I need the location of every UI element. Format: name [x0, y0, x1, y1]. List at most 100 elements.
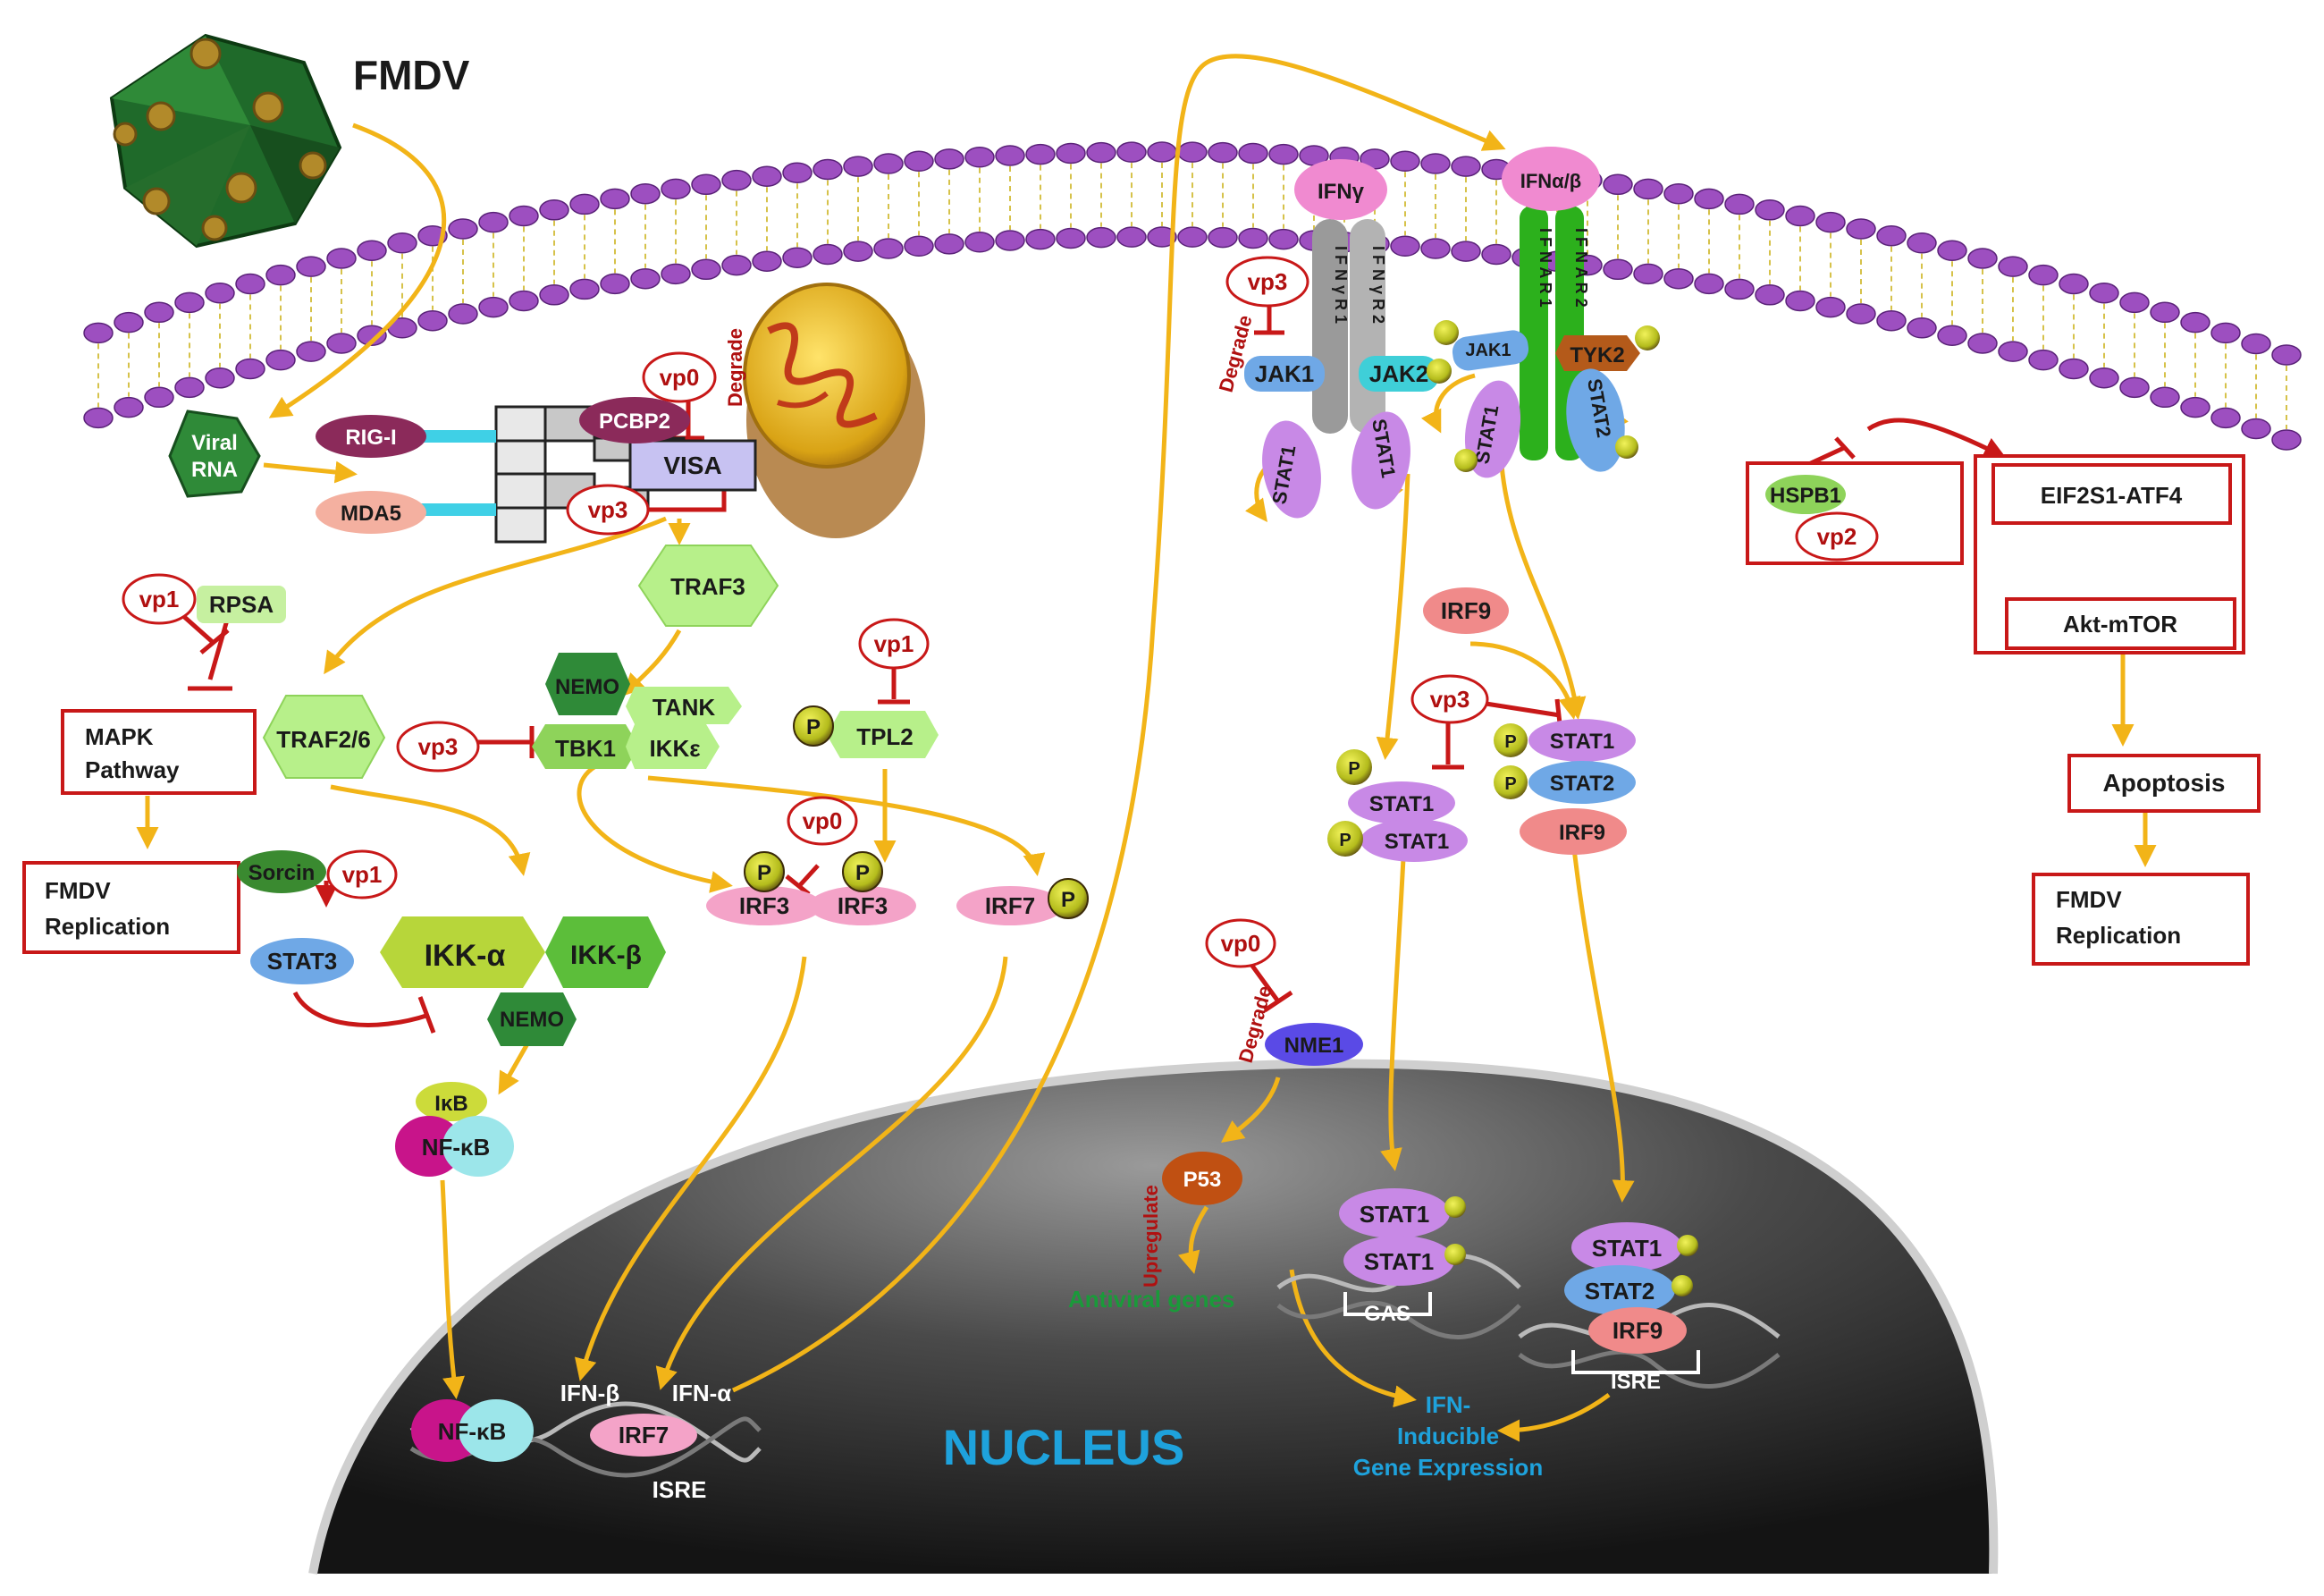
akt-inner-box [2005, 597, 2236, 650]
svg-text:I F N γ R 1: I F N γ R 1 [1332, 246, 1350, 324]
lipid-head [843, 156, 873, 177]
lipid-head [265, 264, 296, 286]
lipid-head [2271, 429, 2302, 451]
lipid-head [873, 238, 904, 259]
lipid-head [1390, 150, 1420, 173]
fmdv-rep-right-1: FMDV [2056, 886, 2122, 913]
lipid-head [782, 247, 813, 268]
lipid-head [813, 243, 843, 266]
lipid-head [114, 396, 144, 418]
lipid-head [2210, 322, 2241, 344]
lipid-head [1603, 258, 1633, 281]
visa-label: VISA [663, 452, 721, 479]
lipid-head [1724, 193, 1755, 215]
svg-text:P53: P53 [1183, 1168, 1222, 1192]
lipid-head [813, 158, 843, 181]
lipid-head [1663, 182, 1694, 205]
ifn-beta-label: IFN-β [560, 1380, 619, 1406]
lipid-head [1937, 240, 1967, 261]
lipid-head [174, 376, 205, 399]
lipid-head [1451, 156, 1481, 177]
node-traf3: TRAF3 [637, 545, 779, 627]
lipid-head [1785, 290, 1815, 312]
vp1-bubble-rpsa: vp1 [122, 573, 197, 625]
lipid-head [782, 162, 813, 183]
lipid-head [1937, 325, 1967, 346]
lipid-head [752, 250, 782, 272]
lipid-head [600, 273, 630, 295]
node-stat1-ifngr-r: STAT1 [1351, 411, 1410, 510]
svg-text:P: P [1504, 774, 1516, 794]
lipid-head [752, 165, 782, 187]
svg-text:NEMO: NEMO [500, 1008, 564, 1032]
node-ikb-nfkb: IκB NF-κB [395, 1082, 514, 1177]
degrade-label-visa: Degrade [724, 328, 746, 407]
receptor-ifnar: IFNα/β I F N A R 1 I F N A R 2 [1502, 147, 1600, 460]
fmdv-title: FMDV [353, 52, 470, 98]
fmdv-rep-right-2: Replication [2056, 922, 2181, 949]
lipid-head [1238, 227, 1268, 249]
svg-text:IRF3: IRF3 [838, 892, 888, 919]
svg-text:STAT1: STAT1 [1592, 1235, 1662, 1262]
node-stat1-dimer: STAT1 STAT1 P P [1327, 749, 1468, 862]
lipid-head [1815, 296, 1846, 318]
svg-text:STAT2: STAT2 [1585, 1278, 1655, 1305]
arrow-irf3-to-nuc [575, 956, 807, 1381]
svg-text:IRF9: IRF9 [1612, 1317, 1663, 1344]
node-irf7-dna: IRF7 [590, 1414, 697, 1457]
node-tyk2: TYK2 [1555, 325, 1660, 371]
svg-text:I F N γ R 2: I F N γ R 2 [1369, 246, 1387, 324]
fmdv-rep-left-1: FMDV [45, 877, 111, 904]
lipid-head [1268, 228, 1299, 250]
lipid-head [265, 349, 296, 371]
svg-text:P: P [1061, 888, 1075, 912]
mapk-label-2: Pathway [85, 756, 180, 783]
arrow-fmdv-to-rna [268, 122, 447, 418]
svg-text:P: P [1339, 831, 1351, 850]
svg-text:JAK2: JAK2 [1369, 360, 1428, 387]
lipid-head [1025, 143, 1056, 165]
fmdv-rep-left-box [22, 861, 240, 954]
lipid-head [904, 150, 934, 173]
lipid-head [478, 296, 509, 318]
svg-text:P: P [1504, 732, 1516, 752]
arrow-p53-to-antiviral [1178, 1205, 1209, 1274]
lipid-head [1147, 141, 1177, 163]
lipid-head [1116, 141, 1147, 163]
svg-text:vp1: vp1 [874, 630, 914, 657]
vp0-bubble-irf3: vp0 [787, 796, 858, 846]
node-stat1-gas: STAT1 STAT1 [1339, 1188, 1466, 1316]
svg-text:JAK1: JAK1 [1465, 341, 1511, 360]
eif2s1-label: EIF2S1-ATF4 [2041, 482, 2183, 509]
lipid-head [2089, 283, 2119, 304]
node-ikkb: IKK-β [545, 916, 666, 988]
svg-text:STAT1: STAT1 [1360, 1201, 1429, 1228]
node-irf3-a: IRF3 P [706, 851, 822, 925]
svg-text:P: P [1348, 759, 1360, 779]
svg-text:STAT2: STAT2 [1550, 772, 1614, 796]
svg-text:IRF7: IRF7 [985, 892, 1035, 919]
lipid-head [174, 291, 205, 314]
svg-text:vp2: vp2 [1817, 523, 1857, 550]
node-jak1-ifnar: JAK1 [1434, 320, 1529, 371]
lipid-head [843, 241, 873, 262]
lipid-head [114, 311, 144, 334]
svg-text:TYK2: TYK2 [1570, 343, 1624, 367]
lipid-head [1116, 226, 1147, 248]
lipid-head [721, 169, 752, 191]
lipid-head [904, 235, 934, 258]
svg-text:vp3: vp3 [418, 733, 459, 760]
node-traf26: TRAF2/6 [262, 695, 386, 779]
akt-mtor-label: Akt-mTOR [2063, 611, 2177, 638]
lipid-head [2271, 344, 2302, 366]
apoptosis-box [2067, 754, 2261, 813]
lipid-head [661, 263, 691, 285]
apoptosis-label: Apoptosis [2103, 769, 2226, 797]
svg-text:STAT1: STAT1 [1369, 792, 1434, 816]
vp3-bubble-visa: vp3 [566, 484, 650, 536]
lipid-head [569, 278, 600, 300]
svg-text:I F N A R 1: I F N A R 1 [1537, 228, 1554, 308]
lipid-head [1876, 224, 1907, 247]
svg-text:vp3: vp3 [1430, 686, 1470, 713]
